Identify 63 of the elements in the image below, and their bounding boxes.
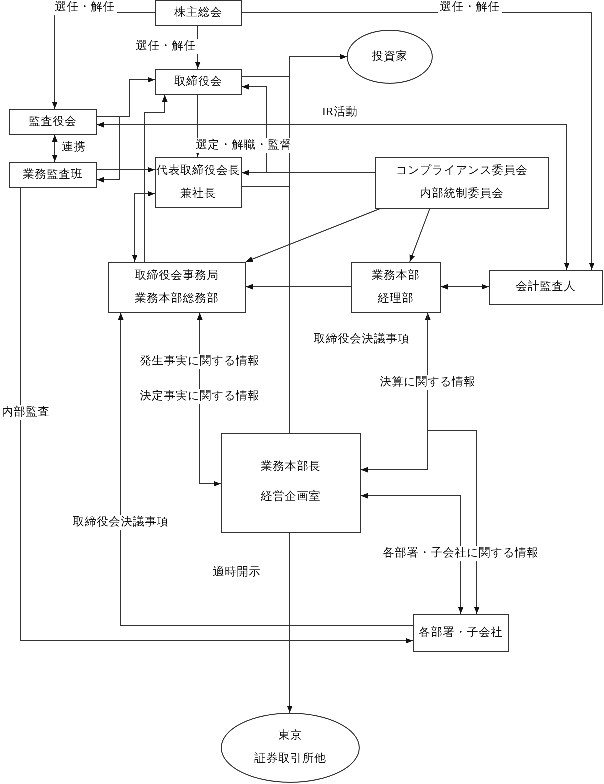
arrow [360, 493, 464, 614]
arrow [242, 84, 376, 174]
arrow [287, 532, 293, 714]
edge-label: 内部監査 [0, 406, 52, 420]
arrow [20, 188, 414, 644]
unit-name: 取締役会 [174, 74, 222, 90]
unit-name: 業務本部長 [261, 459, 321, 476]
note-label: 決定事実に関する情報 [138, 390, 262, 404]
arrow [96, 167, 156, 173]
unit-name: 東京 [278, 728, 302, 744]
unit-name: 経営企画室 [261, 489, 321, 505]
unit-name: 取締役会事務局 [135, 268, 219, 284]
arrow [242, 54, 348, 188]
org-box [9, 109, 97, 135]
org-box [413, 614, 509, 652]
arrow [410, 208, 430, 262]
unit-name: コンプライアンス委員会 [396, 163, 528, 179]
unit-name: 監査役会 [29, 114, 77, 130]
arrow [242, 12, 595, 270]
note-label: 発生事実に関する情報 [138, 354, 262, 370]
org-box [351, 262, 441, 313]
edge-label: 各部署・子会社に関する情報 [381, 546, 541, 562]
org-box [221, 433, 361, 533]
arrow [246, 208, 380, 262]
unit-name: 会計監査人 [516, 279, 576, 295]
org-box [155, 69, 242, 95]
org-box [108, 262, 246, 313]
unit-name: 証券取引所他 [254, 752, 326, 767]
arrow [144, 94, 168, 262]
arrow [440, 284, 490, 290]
edge-label: 適時開示 [211, 566, 263, 580]
org-box [155, 157, 242, 208]
org-box [375, 157, 549, 209]
unit-name: 経理部 [378, 291, 414, 306]
unit-name: 業務監査班 [23, 168, 83, 182]
arrow [132, 191, 156, 262]
arrow [118, 312, 414, 626]
edge-label: 選定・解職・監督 [194, 138, 294, 154]
arrow [195, 26, 201, 70]
unit-name: 業務本部 [372, 268, 420, 284]
unit-name: 代表取締役会長 [156, 164, 240, 178]
edge-label: 連携 [60, 140, 88, 156]
arrow [428, 312, 480, 614]
org-box [155, 0, 242, 26]
edge-label: 選任・解任 [53, 0, 117, 16]
edge-label: 選任・解任 [438, 0, 502, 16]
unit-name: 兼社長 [180, 186, 216, 202]
arrow [246, 284, 352, 290]
unit-name: 内部統制委員会 [420, 186, 504, 202]
note-label: 取締役会決議事項 [312, 332, 412, 348]
unit-name: 業務本部総務部 [135, 291, 219, 306]
org-box [9, 162, 97, 188]
edge-label: 取締役会決議事項 [71, 516, 171, 530]
arrow [96, 116, 120, 183]
arrow [96, 122, 570, 270]
unit-name: 投資家 [372, 49, 408, 64]
edge-label: 選任・解任 [134, 40, 198, 54]
edge-label: 決算に関する情報 [378, 376, 478, 390]
org-box [489, 270, 603, 305]
unit-name: 各部署・子会社 [419, 625, 503, 640]
arrow [52, 134, 58, 162]
unit-name: 株主総会 [174, 5, 222, 20]
arrow [360, 312, 431, 473]
